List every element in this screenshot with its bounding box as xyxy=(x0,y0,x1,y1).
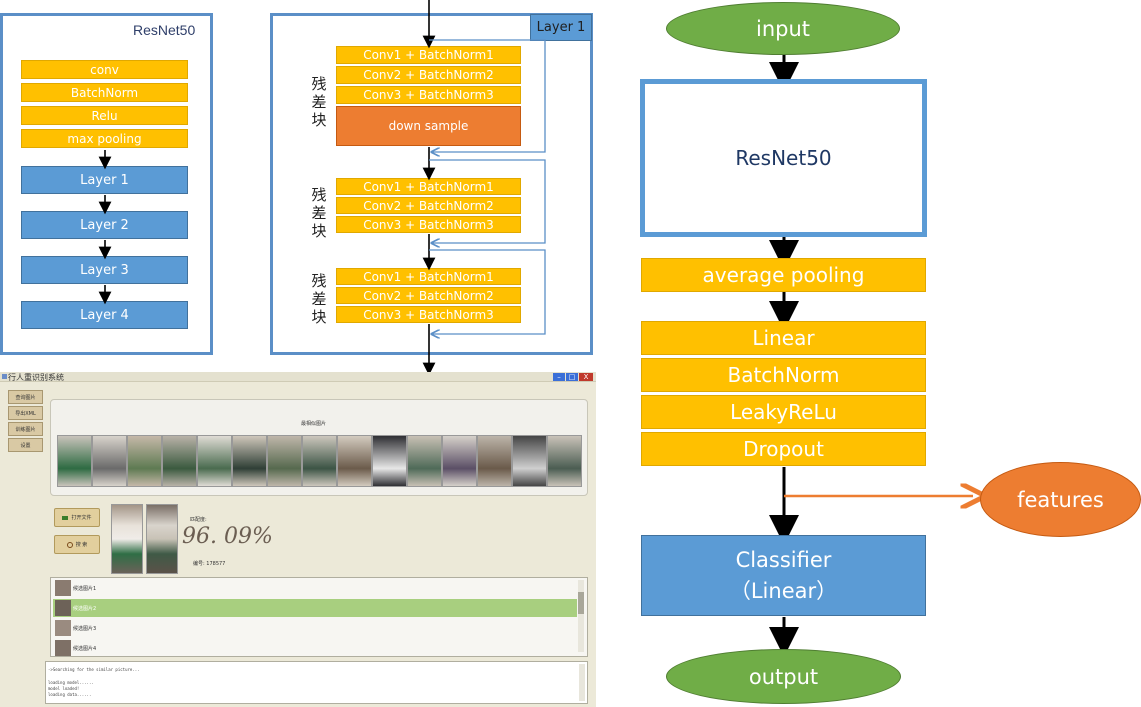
b1-conv3: Conv3 + BatchNorm3 xyxy=(336,86,521,104)
gallery-thumbnail[interactable] xyxy=(337,435,372,487)
minimize-button[interactable]: – xyxy=(553,373,565,381)
b2-conv2: Conv2 + BatchNorm2 xyxy=(336,197,521,214)
search-button[interactable]: 搜 索 xyxy=(54,535,100,554)
gallery-thumbnail[interactable] xyxy=(442,435,477,487)
skip-1 xyxy=(429,39,546,152)
output-node: output xyxy=(666,649,901,704)
match-value: 96. 09% xyxy=(182,524,273,549)
sidebar-train-images[interactable]: 训练图片 xyxy=(8,422,43,436)
b3-conv3: Conv3 + BatchNorm3 xyxy=(336,306,521,323)
skip-2 xyxy=(429,159,546,243)
resnet-layer-3: Layer 3 xyxy=(21,256,188,284)
flowchart-arrows xyxy=(769,54,1141,657)
gallery-thumbnail[interactable] xyxy=(477,435,512,487)
resnet50-node: ResNet50 xyxy=(640,79,927,237)
gallery-panel: 最相似图片 xyxy=(50,399,588,496)
log-line: loading model...... xyxy=(48,680,94,685)
gallery-thumbnail[interactable] xyxy=(57,435,92,487)
search-label: 搜 索 xyxy=(75,542,88,548)
app-icon xyxy=(2,374,7,379)
close-button[interactable]: X xyxy=(579,373,593,381)
sidebar-export-xml[interactable]: 导出XML xyxy=(8,406,43,420)
skip-3 xyxy=(429,249,546,334)
leakyrelu-node: LeakyReLu xyxy=(641,395,926,429)
gallery-title: 最相似图片 xyxy=(301,421,327,427)
avg-pool-node: average pooling xyxy=(641,258,926,292)
residual-label-1: 残差块 xyxy=(311,75,327,129)
layer1-title: Layer 1 xyxy=(530,14,592,41)
list-item-label: 候选图片3 xyxy=(73,626,97,632)
list-item-selected[interactable]: 候选图片2 xyxy=(53,599,577,617)
b1-conv2: Conv2 + BatchNorm2 xyxy=(336,66,521,84)
features-node: features xyxy=(980,462,1141,537)
b2-conv1: Conv1 + BatchNorm1 xyxy=(336,178,521,195)
resnet50-title: ResNet50 xyxy=(133,22,196,38)
maximize-button[interactable]: □ xyxy=(566,373,578,381)
query-photo-2 xyxy=(146,504,178,574)
list-thumb xyxy=(55,600,71,616)
list-item-label: 候选图片1 xyxy=(73,586,97,592)
batchnorm-node: BatchNorm xyxy=(641,358,926,392)
input-node: input xyxy=(666,2,900,55)
dropout-node: Dropout xyxy=(641,432,926,466)
reid-app-window: 行人重识别系统 – □ X 查询图片 导出XML 训练图片 设置 最相似图片 打… xyxy=(0,372,596,707)
stem-maxpool: max pooling xyxy=(21,129,188,148)
stem-relu: Relu xyxy=(21,106,188,125)
classifier-line-2: （Linear） xyxy=(729,578,838,603)
residual-label-3: 残差块 xyxy=(311,272,327,326)
b3-conv2: Conv2 + BatchNorm2 xyxy=(336,287,521,304)
gallery-thumbnail[interactable] xyxy=(302,435,337,487)
classifier-node: Classifier （Linear） xyxy=(641,535,926,616)
gallery-thumbnail[interactable] xyxy=(232,435,267,487)
list-thumb xyxy=(55,620,71,636)
match-label: 匹配度: xyxy=(190,517,207,523)
open-file-label: 打开文件 xyxy=(71,515,92,521)
log-line: loading data...... xyxy=(48,692,92,697)
gallery-thumbnail[interactable] xyxy=(162,435,197,487)
titlebar xyxy=(0,372,596,382)
scroll-thumb[interactable] xyxy=(578,592,584,614)
log-line: model loaded! xyxy=(48,686,80,691)
sidebar-settings[interactable]: 设置 xyxy=(8,438,43,452)
stem-batchnorm: BatchNorm xyxy=(21,83,188,102)
b2-conv3: Conv3 + BatchNorm3 xyxy=(336,216,521,233)
linear-node: Linear xyxy=(641,321,926,355)
folder-icon xyxy=(62,515,69,520)
classifier-line-1: Classifier xyxy=(735,547,832,572)
candidate-list: 候选图片1 候选图片2 候选图片3 候选图片4 xyxy=(50,577,588,657)
gallery-thumbnail[interactable] xyxy=(127,435,162,487)
log-line: ->Searching for the similar picture... xyxy=(48,667,140,672)
gallery-thumbnail[interactable] xyxy=(512,435,547,487)
search-icon xyxy=(66,541,73,548)
list-item[interactable]: 候选图片3 xyxy=(53,619,577,637)
stem-conv: conv xyxy=(21,60,188,79)
connector-arrows xyxy=(98,0,546,372)
sidebar-query-image[interactable]: 查询图片 xyxy=(8,390,43,404)
window-title: 行人重识别系统 xyxy=(8,373,64,382)
list-thumb xyxy=(55,640,71,656)
open-file-button[interactable]: 打开文件 xyxy=(54,508,100,527)
gallery-thumbnail[interactable] xyxy=(407,435,442,487)
list-item-label: 候选图片4 xyxy=(73,646,97,652)
gallery-thumbnail[interactable] xyxy=(267,435,302,487)
downsample-box: down sample xyxy=(336,106,521,146)
id-label: 编号: 178577 xyxy=(193,561,226,567)
gallery-thumbnail[interactable] xyxy=(92,435,127,487)
resnet-layer-1: Layer 1 xyxy=(21,166,188,194)
query-photo-1 xyxy=(111,504,143,574)
resnet-layer-2: Layer 2 xyxy=(21,211,188,239)
list-item[interactable]: 候选图片4 xyxy=(53,639,577,657)
gallery-thumbnail[interactable] xyxy=(547,435,582,487)
log-scrollbar[interactable] xyxy=(579,664,585,701)
log-console: ->Searching for the similar picture... l… xyxy=(45,661,588,704)
list-item-label: 候选图片2 xyxy=(73,606,97,612)
list-scrollbar[interactable] xyxy=(578,580,584,652)
residual-label-2: 残差块 xyxy=(311,186,327,240)
gallery-thumbnail[interactable] xyxy=(372,435,407,487)
gallery-thumbnail[interactable] xyxy=(197,435,232,487)
list-item[interactable]: 候选图片1 xyxy=(53,579,577,597)
list-thumb xyxy=(55,580,71,596)
